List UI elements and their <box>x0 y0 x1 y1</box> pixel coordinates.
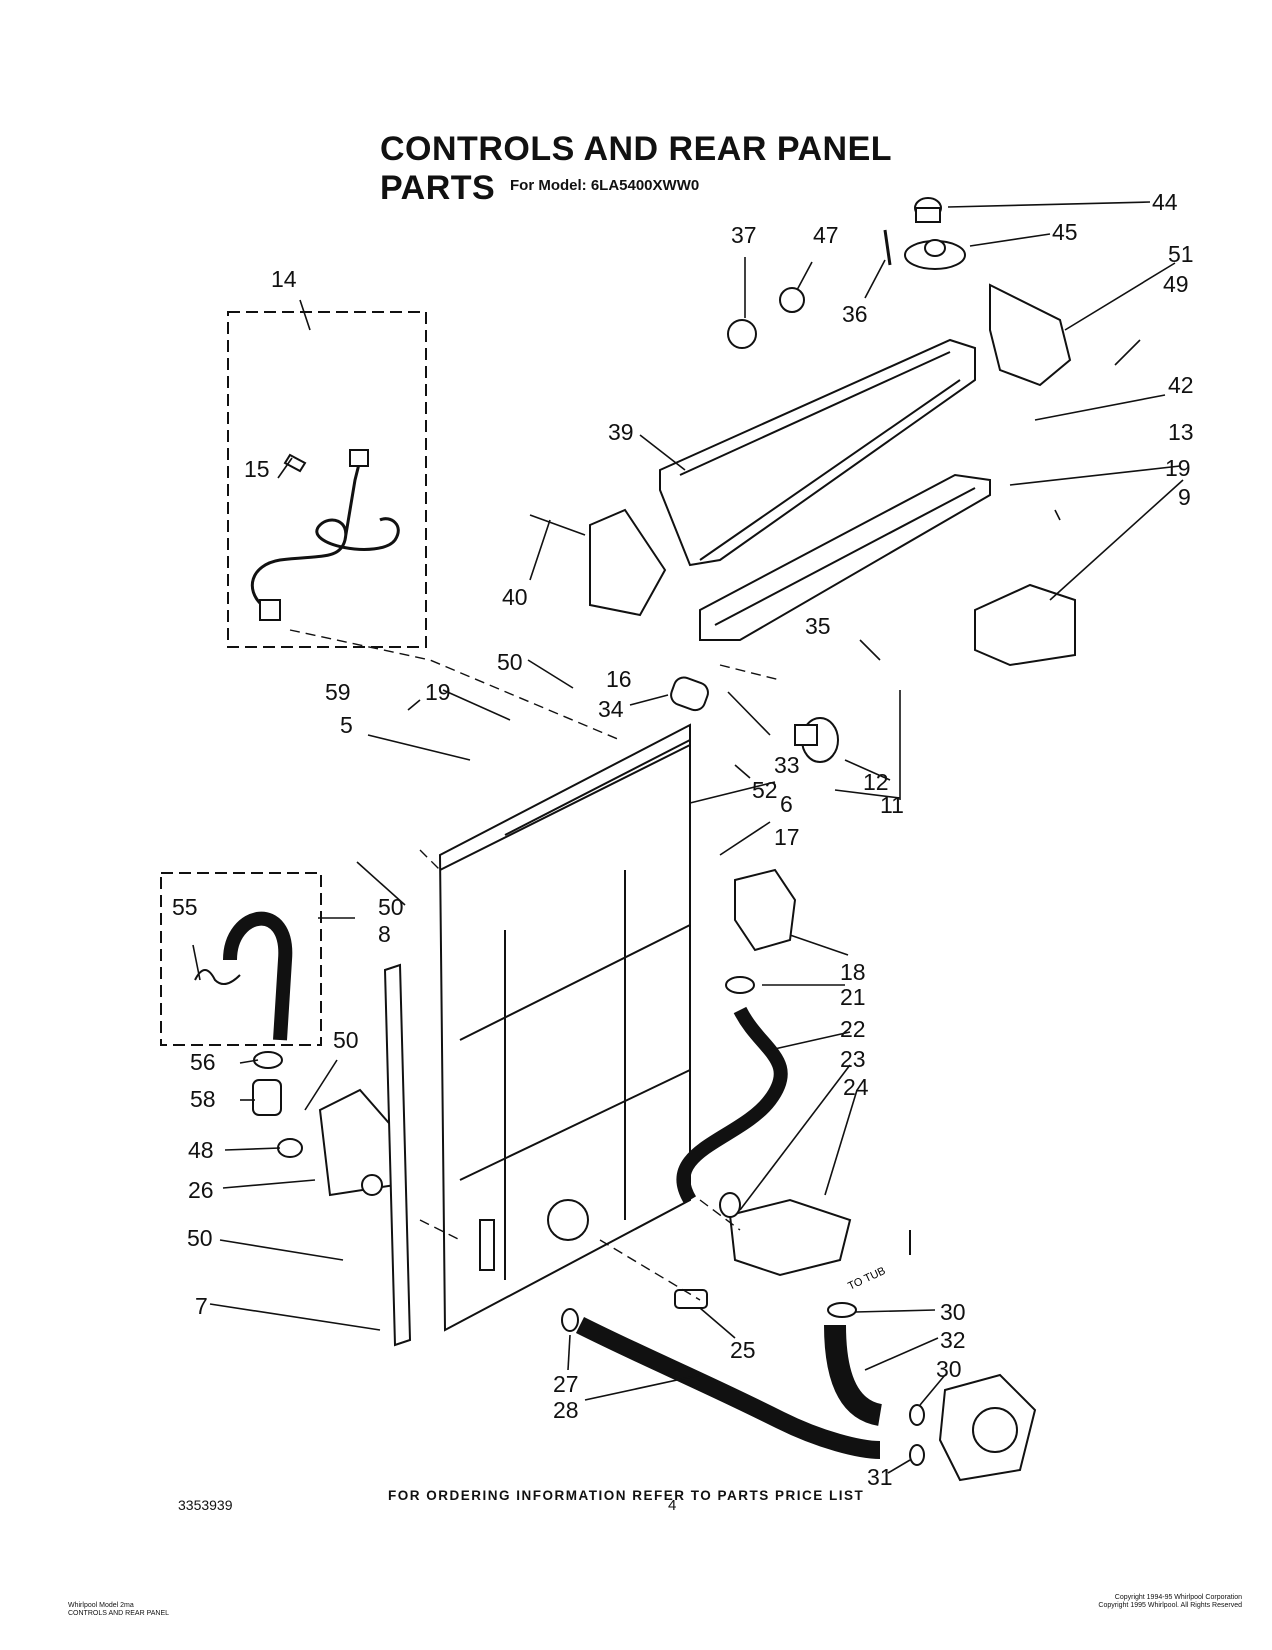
hose-32 <box>824 1324 883 1426</box>
drain-hose-28 <box>575 1316 881 1459</box>
callout-12: 12 <box>863 769 889 795</box>
callout-51: 51 <box>1168 241 1194 267</box>
callout-19: 19 <box>1165 455 1191 481</box>
callout-33: 33 <box>774 752 800 778</box>
callout-45: 45 <box>1052 219 1078 245</box>
power-cord <box>250 459 400 607</box>
callout-31: 31 <box>867 1464 893 1490</box>
callout-55: 55 <box>172 894 198 920</box>
clamp-27 <box>561 1308 579 1332</box>
callout-17: 17 <box>774 824 800 850</box>
callout-13: 13 <box>1168 419 1194 445</box>
callout-24: 24 <box>843 1074 869 1100</box>
callout-47: 47 <box>813 222 839 248</box>
bracket-26 <box>318 1088 396 1197</box>
to-tub-label: TO TUB <box>846 1265 887 1293</box>
drain-hose-group-box <box>160 872 322 1046</box>
callout-5: 5 <box>340 712 353 738</box>
corner-left-line-1: Whirlpool Model 2ma <box>68 1602 134 1609</box>
callout-15: 15 <box>244 456 270 482</box>
control-console-39 <box>659 338 976 567</box>
copyright-notice: Copyright 1994-95 Whirlpool Corporation … <box>1052 1594 1242 1610</box>
callout-32: 32 <box>940 1327 966 1353</box>
callout-22: 22 <box>840 1016 866 1042</box>
washer-21 <box>725 976 755 994</box>
callout-27: 27 <box>553 1371 579 1397</box>
callout-26: 26 <box>188 1177 214 1203</box>
pump-assembly-24 <box>728 1198 852 1277</box>
callout-56: 56 <box>190 1049 216 1075</box>
callout-16: 16 <box>606 666 632 692</box>
drain-hose-8 <box>223 911 293 1041</box>
callout-6: 6 <box>780 791 793 817</box>
callout-50b: 50 <box>378 894 404 920</box>
model-subtitle: For Model: 6LA5400XWW0 <box>510 177 700 194</box>
ordering-note: FOR ORDERING INFORMATION REFER TO PARTS … <box>388 1488 865 1503</box>
callout-19b: 19 <box>425 679 451 705</box>
clamp-23 <box>719 1192 741 1218</box>
callout-21: 21 <box>840 984 866 1010</box>
callout-11: 11 <box>880 792 904 818</box>
page-title: CONTROLS AND REAR PANEL PARTS <box>380 130 892 207</box>
knob-37 <box>727 319 757 349</box>
callout-52: 52 <box>752 777 778 803</box>
callout-50c: 50 <box>333 1027 359 1053</box>
document-number: 3353939 <box>178 1497 233 1513</box>
switch-16 <box>589 508 667 617</box>
callout-48: 48 <box>188 1137 214 1163</box>
strip-7 <box>383 963 412 1347</box>
callout-44: 44 <box>1152 189 1178 215</box>
callout-36: 36 <box>842 301 868 327</box>
clamp-56 <box>253 1051 283 1069</box>
callout-50: 50 <box>497 649 523 675</box>
callout-9: 9 <box>1178 484 1191 510</box>
callout-34: 34 <box>598 696 624 722</box>
bracket-51 <box>989 283 1072 387</box>
callout-8: 8 <box>378 921 391 947</box>
callout-7: 7 <box>195 1293 208 1319</box>
water-valve-18 <box>734 868 797 952</box>
plug-25 <box>674 1289 708 1309</box>
callout-59: 59 <box>325 679 351 705</box>
corner-left-line-2: CONTROLS AND REAR PANEL <box>68 1610 170 1617</box>
clamp-30 <box>827 1302 857 1318</box>
copyright-line-1: Copyright 1994-95 Whirlpool Corporation <box>1114 1594 1242 1601</box>
callout-49: 49 <box>1163 271 1189 297</box>
callout-35: 35 <box>805 613 831 639</box>
callout-37: 37 <box>731 222 757 248</box>
clamp-48 <box>277 1138 303 1158</box>
callout-42: 42 <box>1168 372 1194 398</box>
timer-9 <box>974 583 1076 667</box>
corner-caption-left: Whirlpool Model 2ma CONTROLS AND REAR PA… <box>68 1602 169 1618</box>
callout-30b: 30 <box>936 1356 962 1382</box>
callout-58: 58 <box>190 1086 216 1112</box>
page-number: 4 <box>668 1497 677 1514</box>
callout-50d: 50 <box>187 1225 213 1251</box>
copyright-line-2: Copyright 1995 Whirlpool. All Rights Res… <box>1098 1602 1242 1609</box>
callout-30: 30 <box>940 1299 966 1325</box>
callout-14: 14 <box>271 266 297 292</box>
knob-47 <box>779 287 805 313</box>
screw-36 <box>883 229 892 266</box>
callout-23: 23 <box>840 1046 866 1072</box>
fill-hose-22 <box>676 1006 788 1204</box>
callout-39: 39 <box>608 419 634 445</box>
hose-34 <box>670 676 709 712</box>
power-cord-group-box <box>227 311 427 648</box>
callout-18: 18 <box>840 959 866 985</box>
callout-40: 40 <box>502 584 528 610</box>
coupling-58 <box>252 1079 282 1116</box>
callout-28: 28 <box>553 1397 579 1423</box>
callout-25: 25 <box>730 1337 756 1363</box>
